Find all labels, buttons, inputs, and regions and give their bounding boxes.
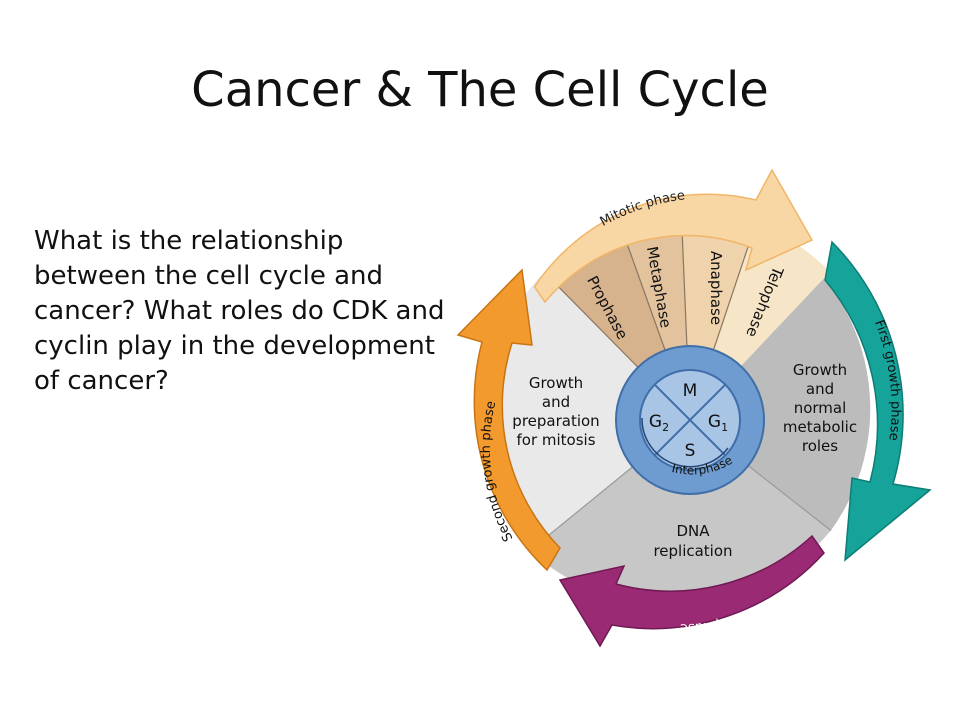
svg-text:roles: roles [802, 437, 838, 455]
svg-text:metabolic: metabolic [783, 418, 857, 436]
hub-g2-label: G2 [649, 412, 669, 434]
hub-g1-label: G1 [708, 412, 728, 434]
anaphase-label: Anaphase [707, 251, 725, 325]
svg-text:DNA: DNA [676, 522, 710, 540]
hub-s-label: S [685, 441, 696, 461]
second-growth-phase-arrow [456, 268, 561, 572]
g2-sector [483, 272, 690, 551]
mitotic-phase-arrow [533, 168, 814, 304]
svg-text:normal: normal [794, 399, 847, 417]
interphase-ring-arrow [641, 417, 729, 468]
slide-title: Cancer & The Cell Cycle [191, 62, 769, 118]
svg-text:Growth: Growth [793, 361, 847, 379]
first-growth-phase-arrow [824, 240, 932, 562]
cell-cycle-diagram: M S G2 G1 Interphase Mitotic phase First… [456, 168, 932, 648]
s-sector-label: DNA replication [653, 522, 732, 560]
svg-text:for mitosis: for mitosis [516, 431, 595, 449]
question-text: What is the relationship between the cel… [34, 226, 445, 396]
svg-text:and: and [542, 393, 570, 411]
svg-text:and: and [806, 380, 834, 398]
g1-sector-label: Growth and normal metabolic roles [783, 361, 857, 455]
g2-sector-label: Growth and preparation for mitosis [512, 374, 599, 449]
svg-text:preparation: preparation [512, 412, 599, 430]
svg-text:replication: replication [653, 542, 732, 560]
s-sector [530, 420, 831, 606]
svg-text:Growth: Growth [529, 374, 583, 392]
synthesis-phase-arrow [558, 534, 825, 648]
hub-m-label: M [683, 381, 698, 401]
